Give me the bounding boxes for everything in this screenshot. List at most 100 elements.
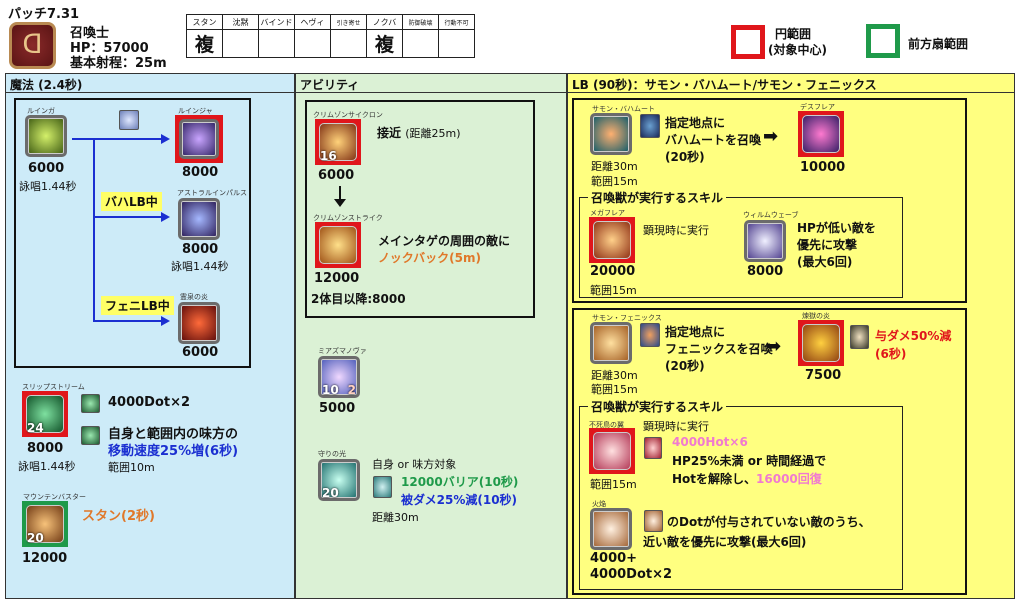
wyrmwave-icon[interactable] [744,220,786,262]
cc-header: ヘヴィ [294,14,331,30]
slip-cast: 詠唱1.44秒 [18,460,76,473]
phoenix-l3: (20秒) [665,359,705,373]
wings-note: 顕現時に実行 [643,420,709,433]
cc-header: 防御破壊 [402,14,439,30]
miasma-name: ミアズマノヴァ [318,347,367,355]
astral-dmg: 8000 [182,242,219,257]
cyclone-effect: 接近 (距離25m) [377,124,461,141]
ruinja-aoe-frame [175,115,223,163]
arrow-head-icon [161,316,170,326]
slip-icon[interactable]: 24 [26,395,64,435]
megaflare-icon[interactable] [593,221,631,259]
cc-value [222,29,259,58]
speed-buff-icon [81,426,100,445]
astral-cast: 詠唱1.44秒 [171,260,229,273]
baha-lb-tag: バハLB中 [101,192,162,211]
bahamut-l1: 指定地点に [665,116,726,130]
kaen-l1: のDotが付与されていない敵のうち、 [667,515,871,529]
deathflare-aoe-frame [798,111,844,157]
wyrmwave-name: ウィルムウェーブ [743,211,799,219]
summon-bahamut-icon[interactable] [590,113,632,155]
kaen-dmg1: 4000+ [590,551,638,566]
strike-dmg: 12000 [314,271,360,286]
cc-table: スタン 沈黙 バインド ヘヴィ 引き寄せ ノクバ 防御破壊 行動不可 複 複 [186,14,475,58]
mamori-recast: 20 [322,486,339,500]
megaflare-aoe-frame [589,217,635,263]
damage-down-icon [850,325,869,349]
ruinja-icon[interactable] [179,119,219,159]
deathflare-icon[interactable] [802,115,840,153]
slip-area: 範囲10m [108,461,155,474]
cc-value [402,29,439,58]
strike-icon[interactable] [319,226,357,264]
cc-value-row: 複 複 [186,29,475,58]
bahamut-box [572,98,967,303]
ruinga-icon[interactable] [25,115,67,157]
slip-aoe-frame: 24 [22,391,68,437]
bahamut-subskills-title: 召喚獣が実行するスキル [588,189,727,206]
phoenix-l2: フェニックスを召喚 [665,342,773,356]
slip-recast: 24 [27,421,44,435]
regen-icon [644,437,662,459]
arrow-line [93,138,95,322]
cc-value [438,29,475,58]
cyclone-name: クリムゾンサイクロン [313,111,383,119]
mountain-icon[interactable]: 20 [26,505,64,545]
strike-name: クリムゾンストライク [313,214,383,222]
kaen-icon[interactable] [590,508,632,550]
cyclone-icon[interactable]: 16 [319,123,357,163]
strike-dmg2: 2体目以降:8000 [311,292,406,306]
bahamut-l3: (20秒) [665,150,705,164]
miasma-recast: 10 [322,383,339,397]
legend-cone-label: 前方扇範囲 [908,37,969,51]
slip-buff-line1: 自身と範囲内の味方の [108,427,239,442]
arrow-line [72,138,162,140]
magic-title: 魔法 (2.4秒) [6,74,294,93]
cc-header-row: スタン 沈黙 バインド ヘヴィ 引き寄せ ノクバ 防御破壊 行動不可 [186,14,475,30]
cc-header: 引き寄せ [330,14,367,30]
lb-title: LB (90秒)：サモン・バハムート/サモン・フェニックス [568,74,1014,93]
ruinja-name: ルインジャ [178,107,213,115]
arrow-head-icon [161,212,170,222]
cc-value [330,29,367,58]
mamori-icon[interactable]: 20 [318,459,360,501]
ability-section: アビリティ [295,73,567,599]
mountain-cone-frame: 20 [22,501,68,547]
slip-dot: 4000Dot×2 [108,395,191,410]
bahamut-name: サモン・バハムート [592,105,655,113]
astral-icon[interactable] [178,198,220,240]
rengoku-icon[interactable] [802,324,840,362]
kaen-dot-icon [644,510,663,532]
phoenix-subskills-box: 召喚獣が実行するスキル [579,398,903,590]
rengoku-name: 煉獄の炎 [802,312,830,320]
summon-phoenix-icon[interactable] [590,322,632,364]
reisen-icon[interactable] [178,302,220,344]
wings-icon[interactable] [593,432,631,470]
legend-cone-swatch [866,24,900,58]
job-range: 基本射程：25m [70,56,167,71]
wings-aoe-frame [589,428,635,474]
megaflare-dmg: 20000 [590,264,636,279]
cc-value [258,29,295,58]
ruinga-cast: 詠唱1.44秒 [19,180,77,193]
reisen-name: 霊泉の炎 [180,293,208,301]
down-arrow-icon [334,199,346,207]
kaen-name: 火焔 [592,500,606,508]
phoenix-name: サモン・フェニックス [592,314,662,322]
ability-title: アビリティ [296,74,566,93]
magic-combo-box [14,98,251,368]
mamori-range: 距離30m [372,511,419,524]
arrow-head-icon [161,134,170,144]
cyclone-effect-sub: (距離25m) [405,127,461,140]
cc-value: 複 [366,29,403,58]
job-icon: ᗡ [9,22,56,69]
mountain-name: マウンテンバスター [23,493,86,501]
megaflare-note: 顕現時に実行 [643,224,709,237]
kaen-dmg2: 4000Dot×2 [590,567,673,582]
patch-label: パッチ7.31 [8,7,80,22]
deathflare-name: デスフレア [800,103,835,111]
cc-header: スタン [186,14,223,30]
wings-l2: HP25%未満 or 時間経過で [672,454,827,468]
cc-value [294,29,331,58]
